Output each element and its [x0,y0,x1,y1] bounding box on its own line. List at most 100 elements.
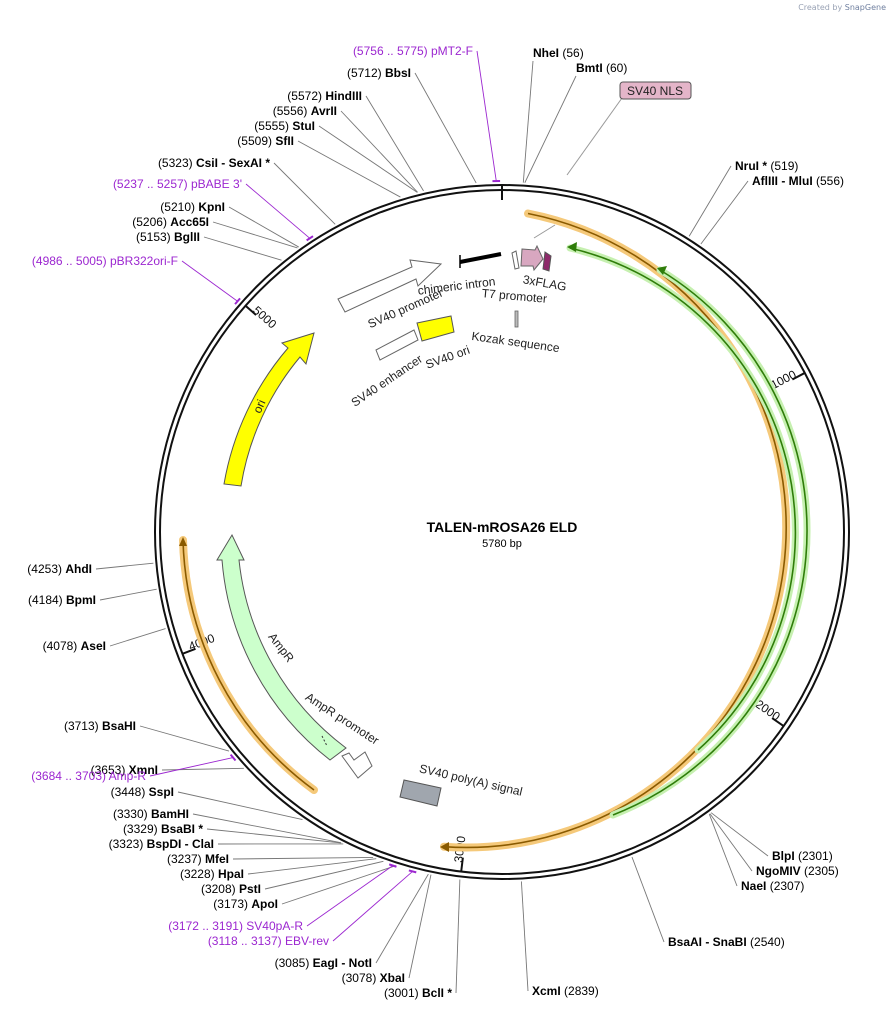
site-leader-line [631,856,665,943]
primer-bind-mark [229,753,237,762]
restriction-site-ahdi: (4253) AhdI [27,562,92,576]
site-name: HindIII [325,89,362,103]
snapgene-credit: Created by SnapGene [798,3,886,12]
restriction-site-hpai: (3228) HpaI [180,867,244,881]
site-position: (556) [813,174,844,188]
site-name: BclI * [422,986,452,1000]
site-position: (5712) [347,66,385,80]
restriction-site-sspi: (3448) SspI [111,785,174,799]
sv40-ori-label: SV40 ori [424,343,472,372]
site-name: ApoI [251,897,278,911]
site-position: (3323) [109,837,147,851]
site-name: XmnI [129,763,158,777]
restriction-site-afliii: AflIII - MluI (556) [752,174,844,188]
t7-promoter-arrow [511,250,520,270]
sv40-promoter-arrow [337,259,443,313]
kozak-marker [514,310,519,328]
orange-orf-glow-2 [179,536,318,794]
site-leader-line [408,874,432,979]
site-position: (3173) [213,897,251,911]
restriction-site-sfii: (5509) SfII [237,134,294,148]
site-position: (2301) [795,849,833,863]
restriction-site-xmni: (3653) XmnI [91,763,158,777]
site-name: EagI - NotI [313,956,372,970]
site-name: SfII [275,134,294,148]
site-position: (2839) [561,984,599,998]
site-leader-line [212,221,298,249]
green-orf-arrowhead-2 [657,266,667,275]
site-position: (3448) [111,785,149,799]
site-leader-line [365,95,424,192]
site-leader-line [95,562,154,570]
primer-leader-line [245,183,311,239]
site-leader-line [273,162,336,225]
site-position: (3237) [167,852,205,866]
ampr-arrow [216,533,347,761]
site-name: NruI * [735,159,767,173]
sv40-enhancer-box [375,329,419,361]
site-position: (3085) [275,956,313,970]
site-position: (4184) [28,593,66,607]
nls-leader [533,224,556,239]
site-leader-line [708,813,738,887]
site-position: (5153) [136,230,174,244]
site-position: (3228) [180,867,218,881]
site-position: (2305) [801,864,839,878]
restriction-site-stui: (5555) StuI [254,119,315,133]
backbone-outer-ring [154,184,850,880]
site-name: BsaAI - SnaBI [668,935,747,949]
site-name: NgoMIV [756,864,801,878]
orange-orf-core-2 [182,539,315,791]
restriction-site-bcli: (3001) BclI * [384,986,452,1000]
sv40-ori-box [416,315,455,342]
site-position: (2307) [766,879,804,893]
site-position: (3713) [64,719,102,733]
restriction-site-bspdi: (3323) BspDI - ClaI [109,837,214,851]
site-name: BglII [174,230,200,244]
restriction-site-eagi: (3085) EagI - NotI [275,956,372,970]
primer-leader-line [181,260,238,302]
site-position: (3001) [384,986,422,1000]
site-position: (4253) [27,562,65,576]
site-position: (3329) [123,822,161,836]
tick-label: 5000 [250,303,280,331]
t7-promoter-label: T7 promoter [481,286,547,306]
primer-name: pMT2-F [431,44,473,58]
site-position: (60) [603,61,628,75]
primer-name: SV40pA-R [246,919,303,933]
restriction-site-apoi: (3173) ApoI [213,897,278,911]
primer-bind-mark [306,235,314,242]
restriction-site-bsabi: (3329) BsaBI * [123,822,203,836]
site-leader-line [203,236,282,261]
site-name: AseI [81,639,106,653]
sv40-nls-arrow [520,244,544,272]
site-name: MfeI [205,852,229,866]
site-position: (3330) [113,807,151,821]
site-position: (5509) [237,134,275,148]
site-name: AhdI [65,562,92,576]
restriction-site-asei: (4078) AseI [43,639,106,653]
site-labels: NheI (56)BmtI (60)NruI * (519)AflIII - M… [27,44,844,1000]
site-name: PstI [239,882,261,896]
green-orf-arrowhead-1 [567,242,577,252]
ampr-promoter-arrow [341,751,373,779]
site-leader-line [520,881,529,992]
green-orf-glow-1 [566,244,799,754]
site-name: BspDI - ClaI [147,837,214,851]
restriction-site-avrii: (5556) AvrII [273,104,337,118]
site-position: (5555) [254,119,292,133]
primer-sv40par: (3172 .. 3191) SV40pA-R [168,919,303,933]
site-leader-line [281,865,397,905]
primer-pbr322: (4986 .. 5005) pBR322ori-F [32,254,178,268]
site-name: NheI [533,46,559,60]
site-leader-line [455,879,461,994]
orange-orf-arrowhead-2 [179,537,187,546]
site-leader-line [264,860,384,890]
sv40-nls-label-box [619,81,692,100]
restriction-site-nrui: NruI * (519) [735,159,798,173]
restriction-site-bsaai: BsaAI - SnaBI (2540) [668,935,785,949]
restriction-site-ngomiv: NgoMIV (2305) [756,864,839,878]
green-orf-core-2 [612,269,808,816]
site-leader-line [414,72,477,184]
orange-orf-arrowhead-1 [440,842,449,852]
